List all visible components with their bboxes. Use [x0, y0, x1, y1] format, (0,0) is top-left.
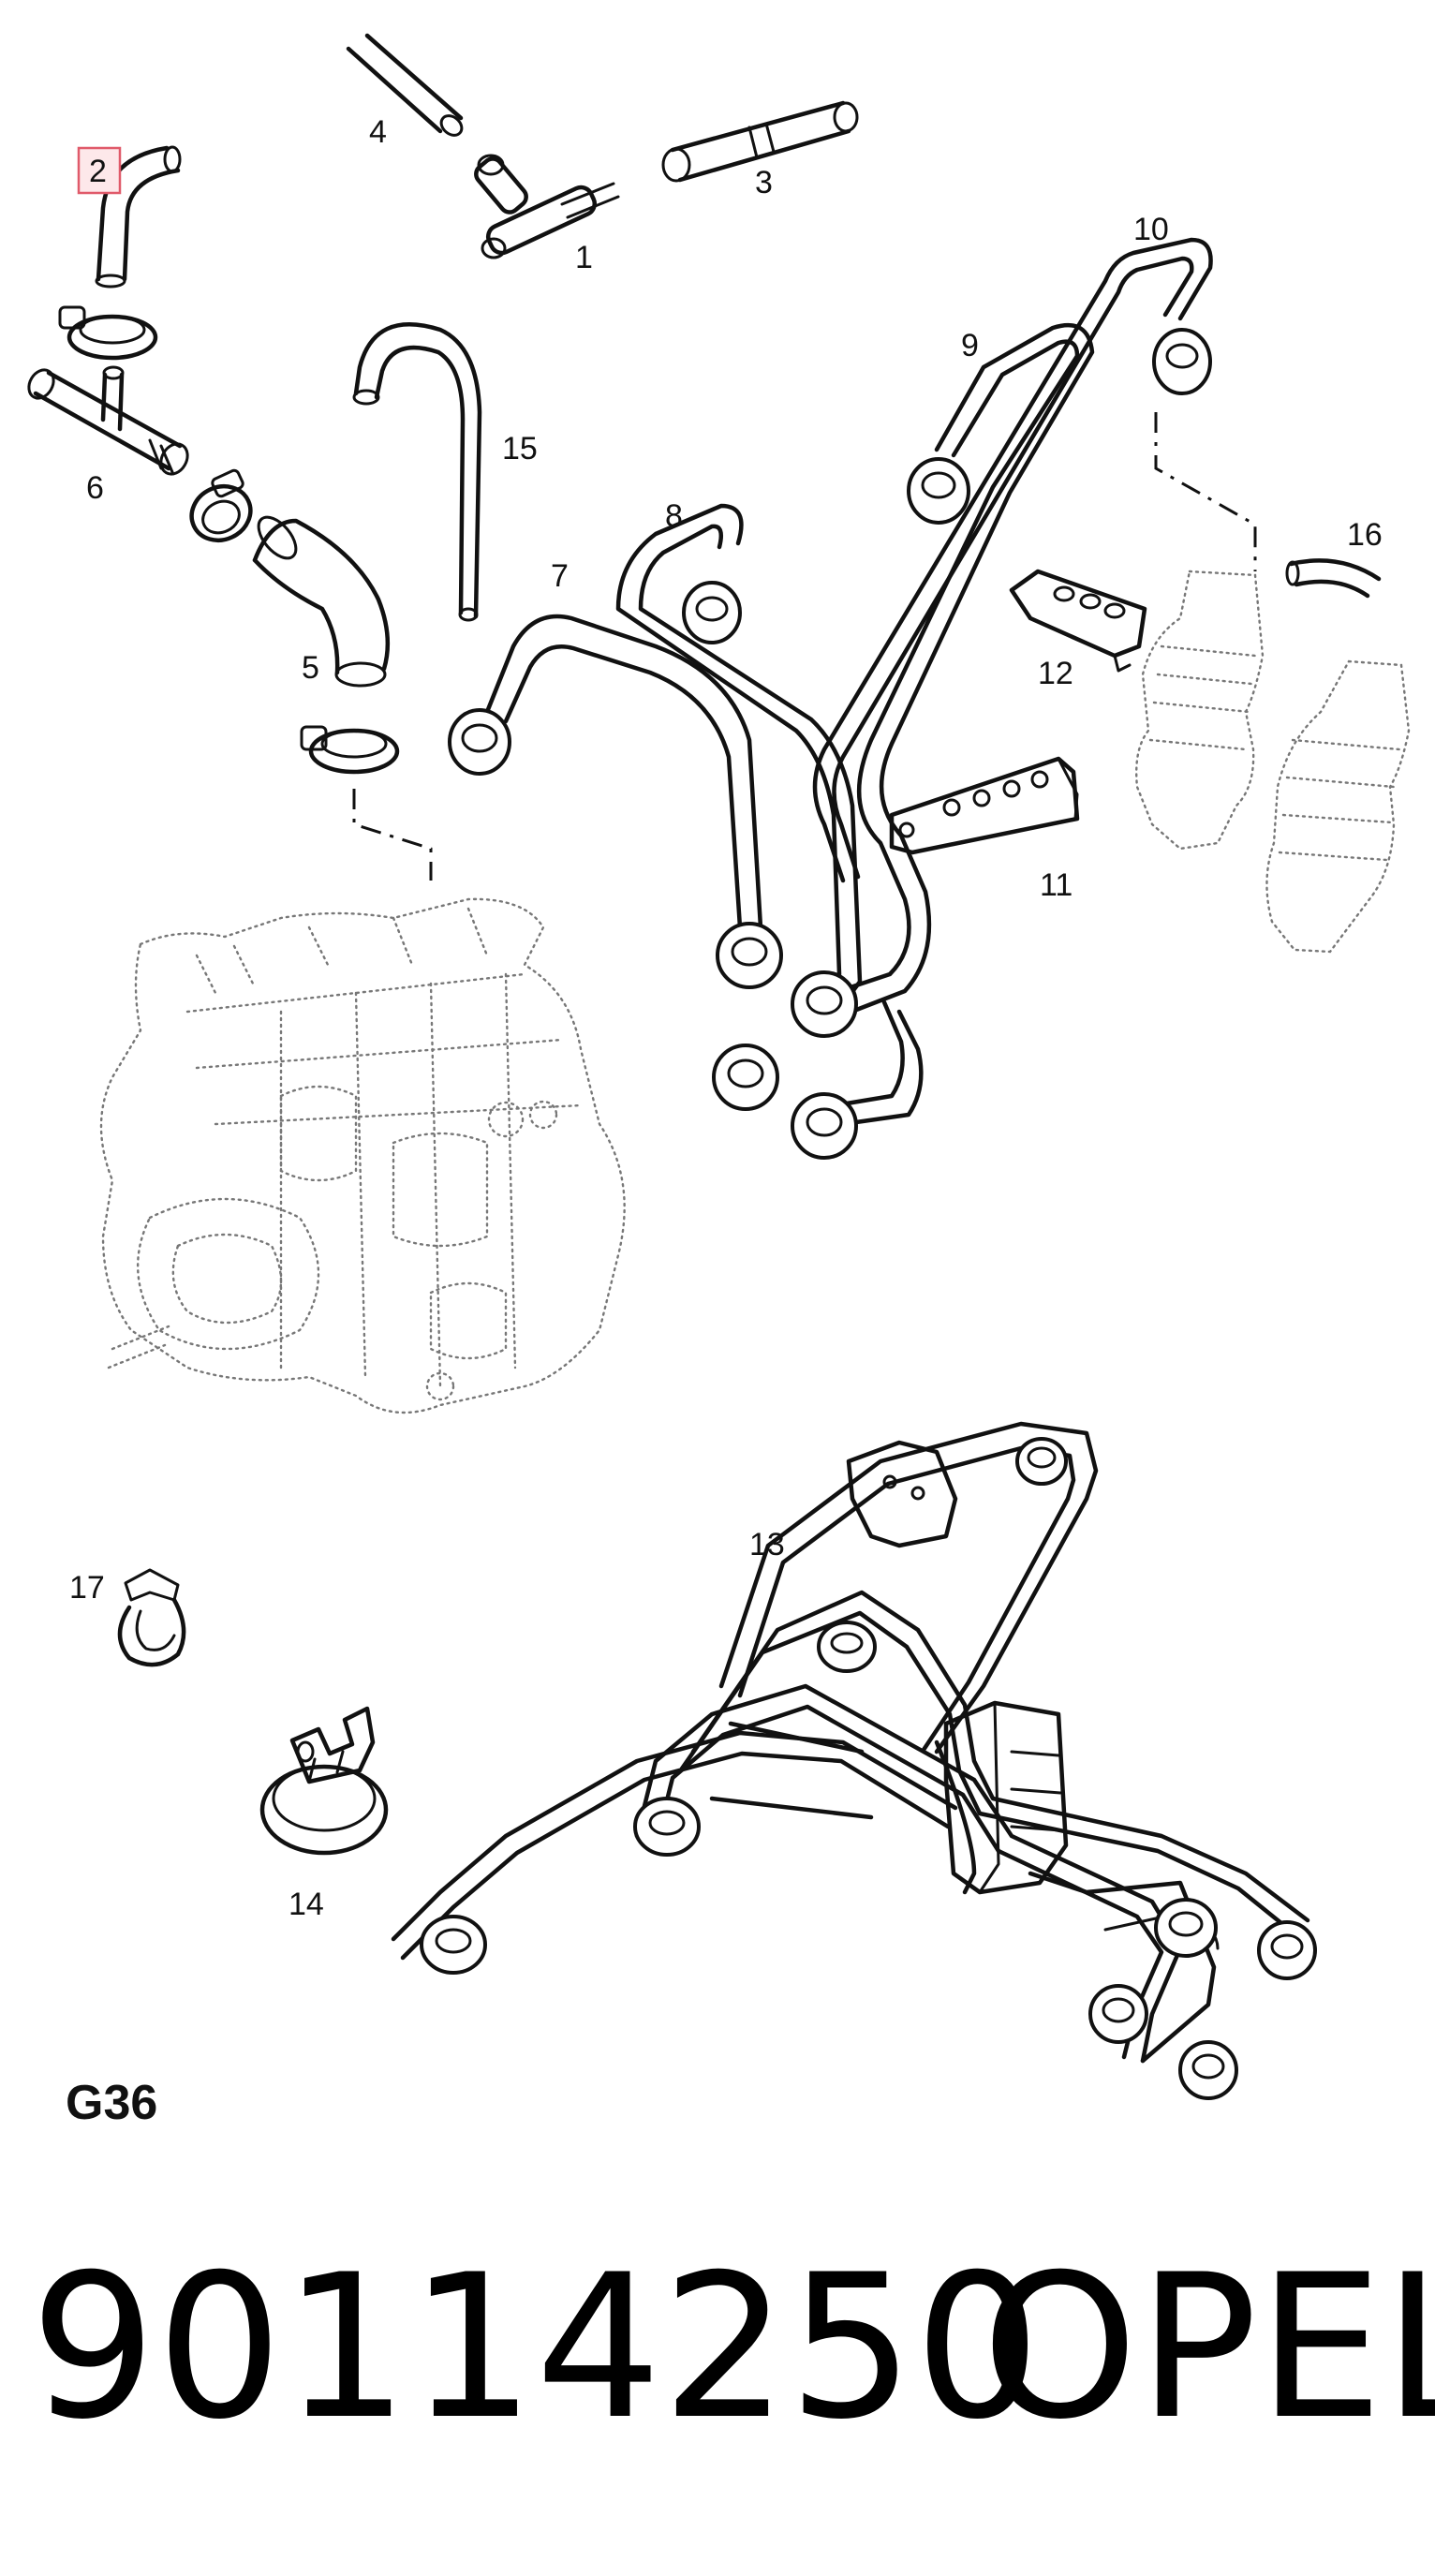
part-7-injector-pipe	[484, 614, 763, 930]
callout-2[interactable]: 2	[89, 154, 107, 189]
hose-clamp-upper	[58, 305, 158, 361]
brand-name: OPEL	[982, 2231, 1435, 2463]
callout-4[interactable]: 4	[369, 114, 387, 150]
callout-16[interactable]: 16	[1347, 517, 1383, 553]
part-10-injector-pipe	[812, 237, 1213, 883]
part-4-hose	[346, 33, 464, 137]
pipe-nut-13-c	[817, 1621, 877, 1673]
injector-left-outline	[1135, 570, 1265, 851]
part-8-injector-pipe	[615, 503, 863, 1029]
part-10-lower-pipe	[833, 999, 924, 1127]
callout-7[interactable]: 7	[551, 558, 569, 594]
callout-1[interactable]: 1	[575, 240, 593, 275]
pump-nut-c	[712, 1044, 779, 1111]
pump-nut-a	[716, 922, 783, 989]
pipe-nut-10	[1152, 328, 1212, 395]
pipe-nut-7	[448, 708, 511, 776]
callout-13[interactable]: 13	[749, 1527, 785, 1562]
callout-17[interactable]: 17	[69, 1570, 105, 1606]
injector-guide-line	[1154, 412, 1257, 571]
injection-pump-outline	[99, 897, 626, 1414]
pipe-nut-13-a	[420, 1915, 487, 1975]
part-number: 90114250	[30, 2231, 1042, 2463]
callout-14[interactable]: 14	[288, 1887, 324, 1922]
injector-right-outline	[1265, 659, 1411, 954]
callout-8[interactable]: 8	[665, 498, 683, 534]
callout-11[interactable]: 11	[1040, 867, 1073, 903]
pipe-clamp-block-lower	[943, 1700, 1069, 1895]
part-14-hose-clamp	[259, 1706, 389, 1856]
part-11-bracket	[889, 756, 1080, 855]
pump-nut-b	[791, 970, 858, 1038]
callout-15[interactable]: 15	[502, 431, 538, 466]
part-5-elbow-hose	[252, 515, 391, 688]
callout-5[interactable]: 5	[302, 650, 319, 686]
pipe-nut-13-b	[633, 1797, 701, 1857]
part-16-hose	[1285, 558, 1382, 599]
part-12-clip	[1009, 569, 1147, 673]
part-17-clip	[117, 1568, 186, 1667]
part-15-hose	[352, 322, 482, 622]
callout-6[interactable]: 6	[86, 470, 104, 506]
pipe-nut-9	[907, 457, 970, 525]
assembly-guide-line	[352, 789, 433, 881]
pipe-nut-8	[682, 581, 742, 644]
part-6-t-piece	[27, 365, 189, 476]
pipe-nut-13-f	[1257, 1920, 1317, 1980]
pipe-clamp-block-upper	[846, 1440, 958, 1548]
diagram-code-label: G36	[66, 2076, 157, 2130]
callout-3[interactable]: 3	[755, 165, 773, 200]
part-3-sleeve	[661, 100, 859, 183]
callout-2-highlight	[77, 146, 122, 195]
pipe-nut-13-e	[1154, 1898, 1218, 1958]
hose-clamp-middle	[189, 468, 253, 543]
part-13-pipe-assembly	[391, 1421, 1310, 2064]
part-1-t-connector	[474, 154, 620, 259]
pipe-nut-13-d	[1015, 1437, 1068, 1486]
callout-10[interactable]: 10	[1133, 212, 1169, 247]
hose-clamp-lower	[300, 725, 400, 775]
callout-12[interactable]: 12	[1038, 656, 1073, 691]
pipe-nut-13-g	[1088, 1984, 1148, 2044]
pump-nut-d	[791, 1092, 858, 1160]
callout-9[interactable]: 9	[961, 328, 979, 363]
pipe-nut-13-h	[1178, 2040, 1238, 2100]
